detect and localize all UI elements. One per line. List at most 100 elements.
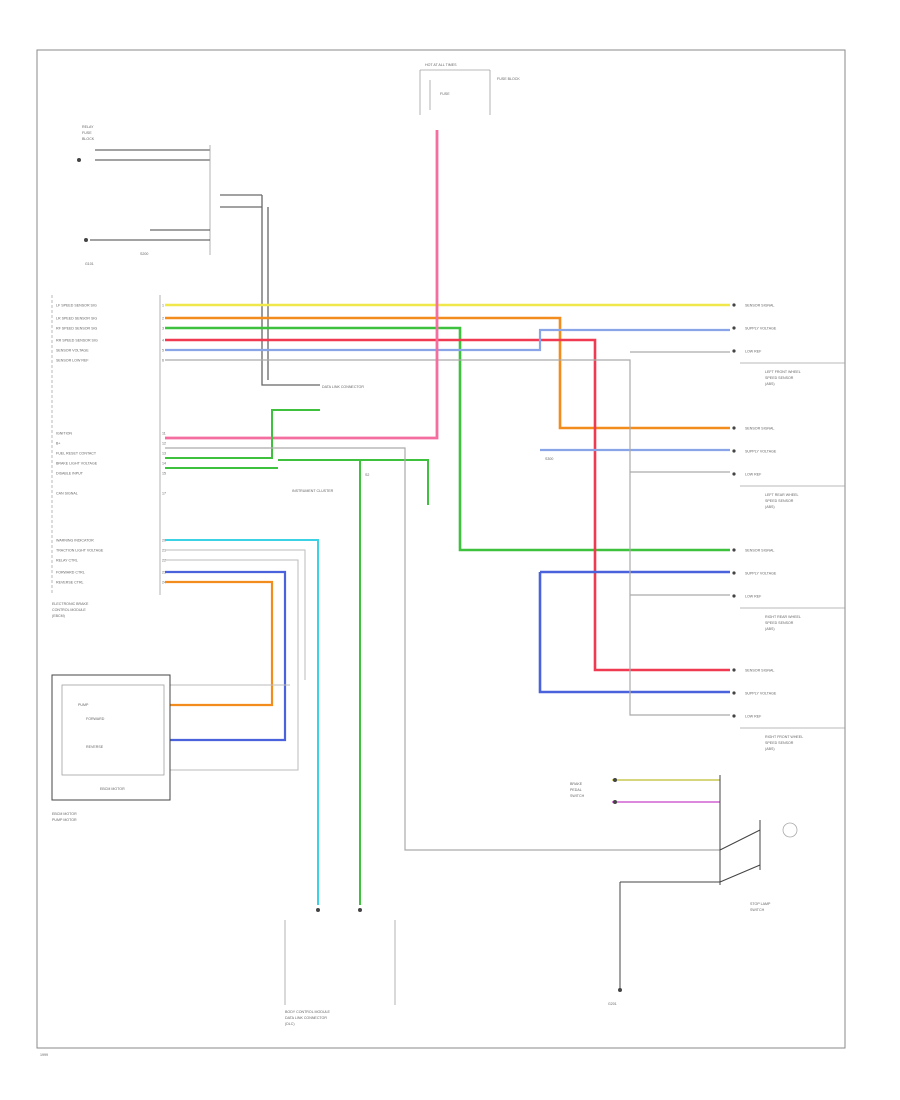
- relay-label-3: BLOCK: [82, 137, 95, 141]
- motor-label: EBCM MOTOR: [100, 787, 125, 791]
- sensor-pin-dot: [732, 303, 736, 307]
- module-pin-number: 21: [162, 549, 166, 553]
- ground-dot: [84, 238, 88, 242]
- module-pin-number: 23: [162, 571, 166, 575]
- sensor-name: SPEED SENSOR: [765, 621, 794, 625]
- module-pin-number: 17: [162, 492, 166, 496]
- module-pin-name: RF SPEED SENSOR SIG: [56, 327, 98, 331]
- module-pin-number: 22: [162, 559, 166, 563]
- sensor-pin-dot: [732, 472, 736, 476]
- switch-caption-1: STOP LAMP: [750, 902, 771, 906]
- wire-ignition-red: [165, 130, 439, 440]
- sensor-name: RIGHT FRONT WHEEL: [765, 735, 803, 739]
- footer-code: 1999: [40, 1053, 48, 1057]
- module-pin-number: 24: [162, 581, 166, 585]
- sensor-pin-dot: [732, 668, 736, 672]
- sensor-name: (ABS): [765, 382, 775, 386]
- module-pin-number: 1: [162, 304, 164, 308]
- sensor-pin-dot: [732, 714, 736, 718]
- motor-pin-2: FORWARD: [86, 717, 105, 721]
- sensor-pin-label: SUPPLY VOLTAGE: [745, 450, 777, 454]
- sensor-groups: SENSOR SIGNAL SUPPLY VOLTAGE LOW REF LEFT F…: [732, 303, 845, 751]
- module-pin-name: FORWARD CTRL: [56, 571, 85, 575]
- sensor-pin-label: LOW REF: [745, 595, 762, 599]
- sensor-pin-label: SENSOR SIGNAL: [745, 549, 774, 553]
- sensor-pin-label: SENSOR SIGNAL: [745, 669, 774, 673]
- module-pin-name: LF SPEED SENSOR SIG: [56, 304, 97, 308]
- module-pin-number: 11: [162, 432, 166, 436]
- bcm-caption-2: DATA LINK CONNECTOR: [285, 1016, 327, 1020]
- wire-blue-rr-2: [538, 572, 730, 694]
- sensor-pin-dot: [732, 426, 736, 430]
- module-pin-name: IGNITION: [56, 432, 72, 436]
- sensor-name: LEFT FRONT WHEEL: [765, 370, 801, 374]
- fuse-block-top: HOT AT ALL TIMES FUSE FUSE BLOCK: [419, 63, 520, 115]
- switch-ground: G201: [608, 1002, 617, 1006]
- ground-label: G101: [85, 262, 94, 266]
- hot-label: HOT AT ALL TIMES: [425, 63, 457, 67]
- data-link-label: DATA LINK CONNECTOR: [322, 385, 364, 389]
- relay-label-2: FUSE: [82, 131, 92, 135]
- wire-red-top: [165, 338, 730, 672]
- fuse-block-label: FUSE BLOCK: [497, 77, 520, 81]
- module-pin-number: 20: [162, 539, 166, 543]
- sensor-name: SPEED SENSOR: [765, 376, 794, 380]
- sensor-pin-label: SENSOR SIGNAL: [745, 427, 774, 431]
- s300-label: S300: [545, 457, 553, 461]
- motor-pin-1: PUMP: [78, 703, 89, 707]
- module-pin-name: RR SPEED SENSOR SIG: [56, 339, 98, 343]
- module-pin-name: CAN SIGNAL: [56, 492, 78, 496]
- module-label-3: (EBCM): [52, 614, 65, 618]
- s2-label: S2: [365, 473, 369, 477]
- module-pin-number: 13: [162, 452, 166, 456]
- connector-dot: [77, 158, 81, 162]
- fuse-label: FUSE: [440, 92, 450, 96]
- bcm-caption-3: (DLC): [285, 1022, 295, 1026]
- splice-label: S200: [140, 252, 148, 256]
- sensor-pin-dot: [732, 548, 736, 552]
- module-pin-name: TRACTION LIGHT VOLTAGE: [56, 549, 104, 553]
- module-pin-number: 12: [162, 442, 166, 446]
- wire-grey-bundle-2: [165, 559, 299, 771]
- module-label-2: CONTROL MODULE: [52, 608, 86, 612]
- module-pin-name: LR SPEED SENSOR SIG: [56, 317, 97, 321]
- wire-grey-low: [165, 359, 730, 716]
- motor-pin-3: REVERSE: [86, 745, 104, 749]
- motor-caption-2: PUMP MOTOR: [52, 818, 77, 822]
- wire-grey-bundle-1: [165, 549, 306, 680]
- module-pin-number: 3: [162, 327, 164, 331]
- sensor-pin-label: SENSOR SIGNAL: [745, 304, 774, 308]
- wire-grey-brake: [165, 447, 720, 851]
- module-label-1: ELECTRONIC BRAKE: [52, 602, 89, 606]
- module-pin-number: 14: [162, 462, 166, 466]
- module-pin-name: BRAKE LIGHT VOLTAGE: [56, 462, 98, 466]
- motor-box: PUMP FORWARD REVERSE EBCM MOTOR EBCM MOT…: [51, 674, 171, 822]
- wires: [165, 130, 730, 990]
- sensor-pin-label: SUPPLY VOLTAGE: [745, 692, 777, 696]
- sensor-name: (ABS): [765, 627, 775, 631]
- sensor-pin-dot: [732, 349, 736, 353]
- module-pin-number: 4: [162, 339, 164, 343]
- module-pin-name: REVERSE CTRL: [56, 581, 84, 585]
- wire-green-cluster: [278, 459, 429, 505]
- sensor-pin-dot: [732, 571, 736, 575]
- module-pin-name: B+: [56, 442, 61, 446]
- module-pin-number: 2: [162, 317, 164, 321]
- sensor-name: RIGHT REAR WHEEL: [765, 615, 801, 619]
- wire-orange-motor: [165, 580, 274, 707]
- switch-caption-2: SWITCH: [750, 908, 765, 912]
- module-pin-name: DISABLE INPUT: [56, 472, 84, 476]
- module-pin-number: 6: [162, 359, 164, 363]
- module-pin-name: FUEL RESET CONTACT: [56, 452, 97, 456]
- module-pin-name: SENSOR VOLTAGE: [56, 349, 89, 353]
- relay-label-1: RELAY: [82, 125, 94, 129]
- wire-cyan: [165, 539, 319, 905]
- sensor-pin-dot: [732, 594, 736, 598]
- sensor-name: (ABS): [765, 747, 775, 751]
- stop-lamp-switch: BRAKE PEDAL SWITCH G201 STOP LAMP SWITCH: [570, 775, 798, 1006]
- sensor-pin-label: LOW REF: [745, 715, 762, 719]
- sensor-pin-dot: [732, 326, 736, 330]
- sensor-pin-label: SUPPLY VOLTAGE: [745, 572, 777, 576]
- sensor-name: SPEED SENSOR: [765, 499, 794, 503]
